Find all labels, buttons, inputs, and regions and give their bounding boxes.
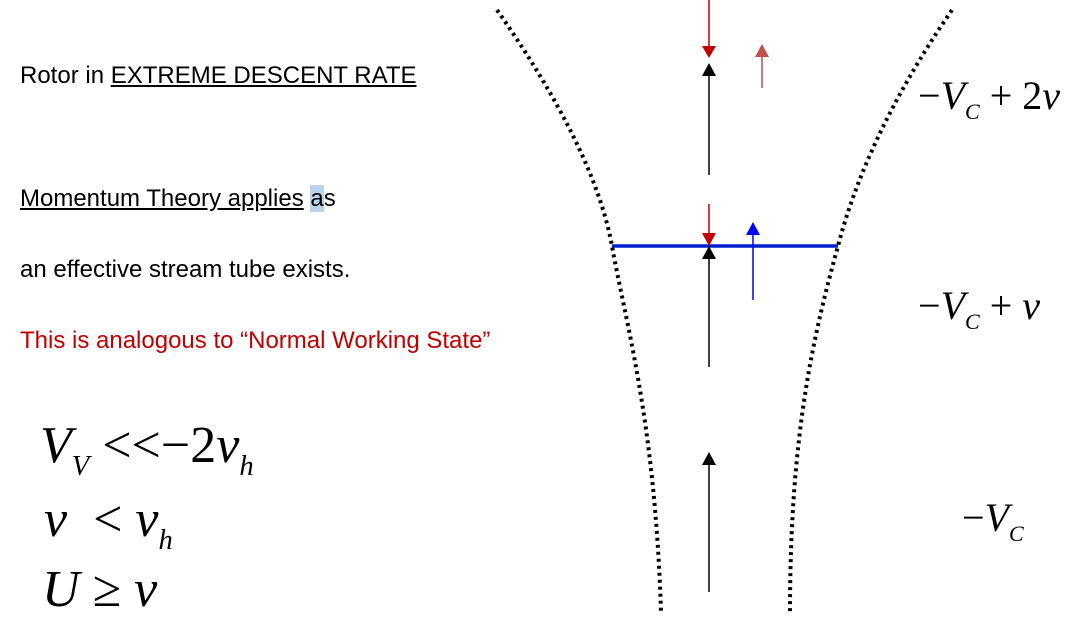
far-upstream-minus: − <box>962 495 985 540</box>
mid-blue-arrow-head <box>746 222 760 235</box>
eq2-rhs: v <box>135 491 159 548</box>
equation-induced-velocity: v < vh <box>44 490 173 556</box>
title-emphasis: EXTREME DESCENT RATE <box>110 62 417 89</box>
rotor-plane-V: V <box>940 283 965 328</box>
far-wake-sub: C <box>965 98 980 124</box>
momentum-rest: s <box>323 185 336 212</box>
eq3-rhs: v <box>134 561 158 618</box>
mid-red-arrow-head <box>702 233 716 246</box>
equation-descent-rate: VV <<−2vh <box>40 416 254 482</box>
title-prefix: Rotor in <box>20 62 111 89</box>
title-line: Rotor in EXTREME DESCENT RATE <box>20 62 417 90</box>
momentum-highlight-char: a <box>310 185 324 212</box>
rotor-plane-velocity-label: −VC + v <box>918 282 1041 334</box>
rotor-plane-plus: + <box>979 283 1023 328</box>
eq3-operator: ≥ <box>79 561 135 618</box>
eq1-rhs-sub: h <box>239 450 254 482</box>
rotor-plane-minus: − <box>918 283 941 328</box>
far-wake-v: v <box>1042 73 1061 118</box>
rotor-plane-sub: C <box>965 308 980 334</box>
equation-wake-velocity: U ≥ v <box>42 560 157 619</box>
bottom-black-arrow-head <box>702 452 716 465</box>
top-red-arrow-head <box>702 46 716 58</box>
far-wake-plus-two: + 2 <box>979 73 1043 118</box>
stream-tube-left-boundary <box>495 8 663 613</box>
eq1-lhs: V <box>40 417 72 474</box>
far-wake-minus: − <box>918 73 941 118</box>
far-wake-V: V <box>940 73 965 118</box>
top-light-red-arrow-head <box>755 44 769 57</box>
eq1-lhs-sub: V <box>71 450 90 482</box>
far-upstream-sub: C <box>1009 520 1024 546</box>
analogy-line: This is analogous to “Normal Working Sta… <box>20 327 491 354</box>
mid-black-arrow-head <box>702 246 716 259</box>
top-black-arrow-head <box>702 63 716 76</box>
far-upstream-velocity-label: −VC <box>962 494 1024 546</box>
eq1-rhs: v <box>216 417 240 474</box>
eq3-lhs: U <box>42 561 80 618</box>
eq2-lhs: v <box>44 491 68 548</box>
momentum-line: Momentum Theory applies as <box>20 185 336 213</box>
momentum-underlined: Momentum Theory applies <box>20 185 304 212</box>
far-wake-velocity-label: −VC + 2v <box>918 72 1061 124</box>
stream-tube-line: an effective stream tube exists. <box>20 256 351 283</box>
eq1-operator: <<−2 <box>89 417 217 474</box>
far-upstream-V: V <box>984 495 1009 540</box>
rotor-plane-v: v <box>1022 283 1041 328</box>
eq2-operator: < <box>67 491 136 548</box>
eq2-rhs-sub: h <box>158 524 173 556</box>
